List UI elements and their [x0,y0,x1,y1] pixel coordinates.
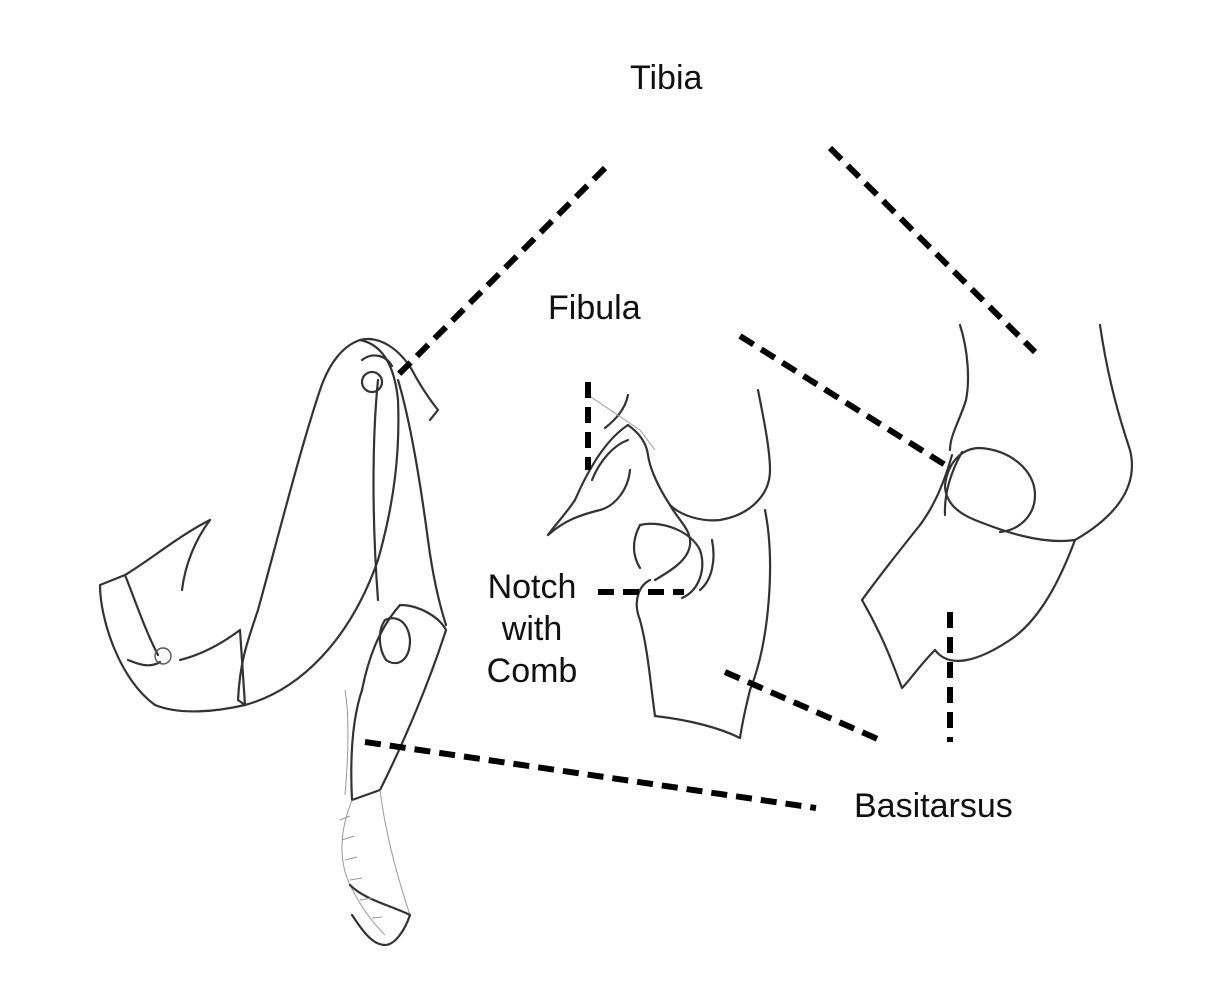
leg-whole-drawing [98,337,448,947]
fibula-label: Fibula [548,289,641,327]
notch-label-line-3: Comb [486,652,578,690]
fibula-detail-drawing [546,388,772,740]
leader-basitarsus-middle [723,669,882,743]
basitarsus-segment-left [350,603,448,802]
leader-lines [364,145,1038,811]
basitarsus-label: Basitarsus [854,787,1013,825]
notch-with-comb-label: Notch with Comb [474,566,590,692]
leader-tibia-left [392,165,608,381]
leader-tibia-right [827,145,1038,355]
leader-fibula-right [738,333,952,471]
joint-detail-drawing [860,323,1133,690]
tibia-label: Tibia [630,59,703,97]
notch-label-line-1: Notch [487,568,577,606]
notch-label-line-2: with [501,610,563,648]
leader-basitarsus-left [364,739,817,811]
